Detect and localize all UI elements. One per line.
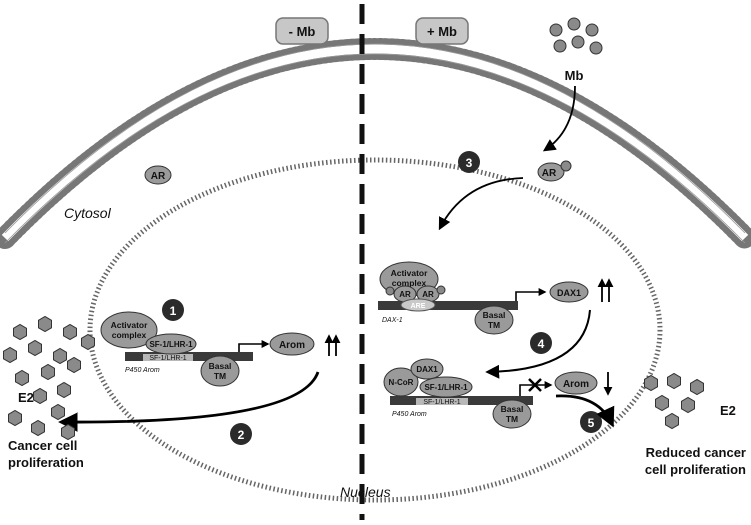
e2-hexagon	[41, 363, 55, 381]
mb-label: Mb	[565, 68, 584, 83]
svg-text:- Mb: - Mb	[289, 24, 316, 39]
e2-cluster-left	[3, 315, 95, 441]
svg-text:TM: TM	[506, 414, 518, 424]
svg-text:Arom: Arom	[563, 379, 589, 390]
svg-text:5: 5	[588, 416, 595, 430]
svg-text:AR: AR	[151, 171, 166, 182]
mb-molecule-cluster	[549, 17, 603, 55]
step-badge-2: 2	[230, 423, 252, 445]
step-badge-3: 3	[458, 151, 480, 173]
svg-text:AR: AR	[542, 168, 557, 179]
svg-text:DAX1: DAX1	[557, 288, 581, 298]
cytosol-label: Cytosol	[64, 205, 112, 221]
arom-left-up-arrows	[324, 334, 341, 356]
e2-label-right: E2	[720, 403, 736, 418]
dax1-up-arrows	[597, 278, 614, 302]
outcome-right-line1: Reduced cancer	[646, 445, 746, 460]
e2-hexagon	[67, 356, 81, 374]
dax1-repression-arrow	[485, 309, 591, 379]
e2-hexagon	[15, 369, 29, 387]
e2-hexagon	[667, 372, 681, 390]
nuclear-envelope	[87, 157, 663, 503]
svg-text:SF-1/LHR-1: SF-1/LHR-1	[149, 340, 193, 349]
svg-text:Activator: Activator	[391, 268, 429, 278]
e2-hexagon	[8, 409, 22, 427]
svg-text:complex: complex	[112, 330, 147, 340]
ar-right-bound: AR	[537, 160, 572, 182]
ar-left: AR	[144, 165, 172, 185]
svg-text:2: 2	[238, 428, 245, 442]
mb-entry-arrow	[542, 85, 576, 152]
e2-hexagon	[57, 381, 71, 399]
repressed-transcription-start	[519, 381, 553, 396]
translocation-arrow	[438, 177, 524, 231]
e2-secretion-arrow-right	[555, 394, 615, 428]
e2-hexagon	[655, 394, 669, 412]
svg-text:TM: TM	[488, 320, 500, 330]
e2-secretion-arrow-left	[58, 371, 320, 432]
cell-membrane	[0, 38, 751, 249]
e2-label-left: E2	[18, 390, 34, 405]
plus-mb-label: + Mb	[415, 17, 469, 45]
step-badge-4: 4	[530, 332, 552, 354]
outcome-left-line1: Cancer cell	[8, 438, 77, 453]
svg-text:P450 Arom: P450 Arom	[125, 367, 160, 374]
e2-hexagon	[644, 374, 658, 392]
svg-text:1: 1	[170, 304, 177, 318]
svg-text:+ Mb: + Mb	[427, 24, 457, 39]
e2-hexagon	[33, 387, 47, 405]
step-badge-5: 5	[580, 411, 602, 433]
e2-hexagon	[690, 378, 704, 396]
e2-hexagon	[51, 403, 65, 421]
left-transcription-start	[238, 340, 270, 352]
outcome-right-line2: cell proliferation	[645, 462, 746, 477]
e2-hexagon	[61, 423, 75, 441]
nucleus-label: Nucleus	[340, 484, 391, 500]
e2-hexagon	[681, 396, 695, 414]
svg-text:Arom: Arom	[279, 340, 305, 351]
svg-text:3: 3	[466, 156, 473, 170]
e2-hexagon	[38, 315, 52, 333]
e2-hexagon	[81, 333, 95, 351]
e2-hexagon	[13, 323, 27, 341]
svg-text:ARE: ARE	[411, 303, 426, 310]
outcome-left-line2: proliferation	[8, 455, 84, 470]
svg-text:AR: AR	[399, 290, 411, 299]
e2-hexagon	[63, 323, 77, 341]
arom-right: Arom	[554, 371, 598, 395]
svg-text:Basal: Basal	[209, 361, 232, 371]
minus-mb-label: - Mb	[275, 17, 329, 45]
e2-hexagon	[31, 419, 45, 437]
e2-cluster-right	[644, 372, 704, 430]
arom-left: Arom	[269, 332, 315, 356]
svg-text:complex: complex	[392, 278, 427, 288]
dax1-transcription-start	[515, 288, 547, 301]
e2-hexagon	[53, 347, 67, 365]
svg-text:DAX-1: DAX-1	[382, 317, 403, 324]
step-badge-1: 1	[162, 299, 184, 321]
svg-text:SF-1/LHR-1: SF-1/LHR-1	[424, 383, 468, 392]
svg-text:Basal: Basal	[483, 310, 506, 320]
dax1-promoter-complex: Activator complex AR AR ARE Basal TM DAX…	[378, 261, 518, 335]
dax1-product: DAX1	[549, 281, 589, 303]
e2-hexagon	[665, 412, 679, 430]
svg-text:Basal: Basal	[501, 404, 524, 414]
svg-text:N-CoR: N-CoR	[389, 378, 414, 387]
svg-text:4: 4	[538, 337, 545, 351]
svg-text:Activator: Activator	[111, 320, 149, 330]
svg-text:SF-1/LHR-1: SF-1/LHR-1	[423, 399, 460, 406]
svg-text:AR: AR	[422, 290, 434, 299]
e2-hexagon	[28, 339, 42, 357]
transcription-block-x	[528, 378, 542, 392]
svg-text:P450 Arom: P450 Arom	[392, 411, 427, 418]
left-promoter-complex: SF-1/LHR-1 Activator complex SF-1/LHR-1 …	[100, 311, 253, 387]
svg-text:DAX1: DAX1	[416, 365, 438, 374]
svg-text:TM: TM	[214, 371, 226, 381]
repressed-promoter-complex: SF-1/LHR-1 N-CoR DAX1 SF-1/LHR-1 Basal T…	[383, 358, 533, 429]
svg-text:SF-1/LHR-1: SF-1/LHR-1	[149, 355, 186, 362]
e2-hexagon	[3, 346, 17, 364]
